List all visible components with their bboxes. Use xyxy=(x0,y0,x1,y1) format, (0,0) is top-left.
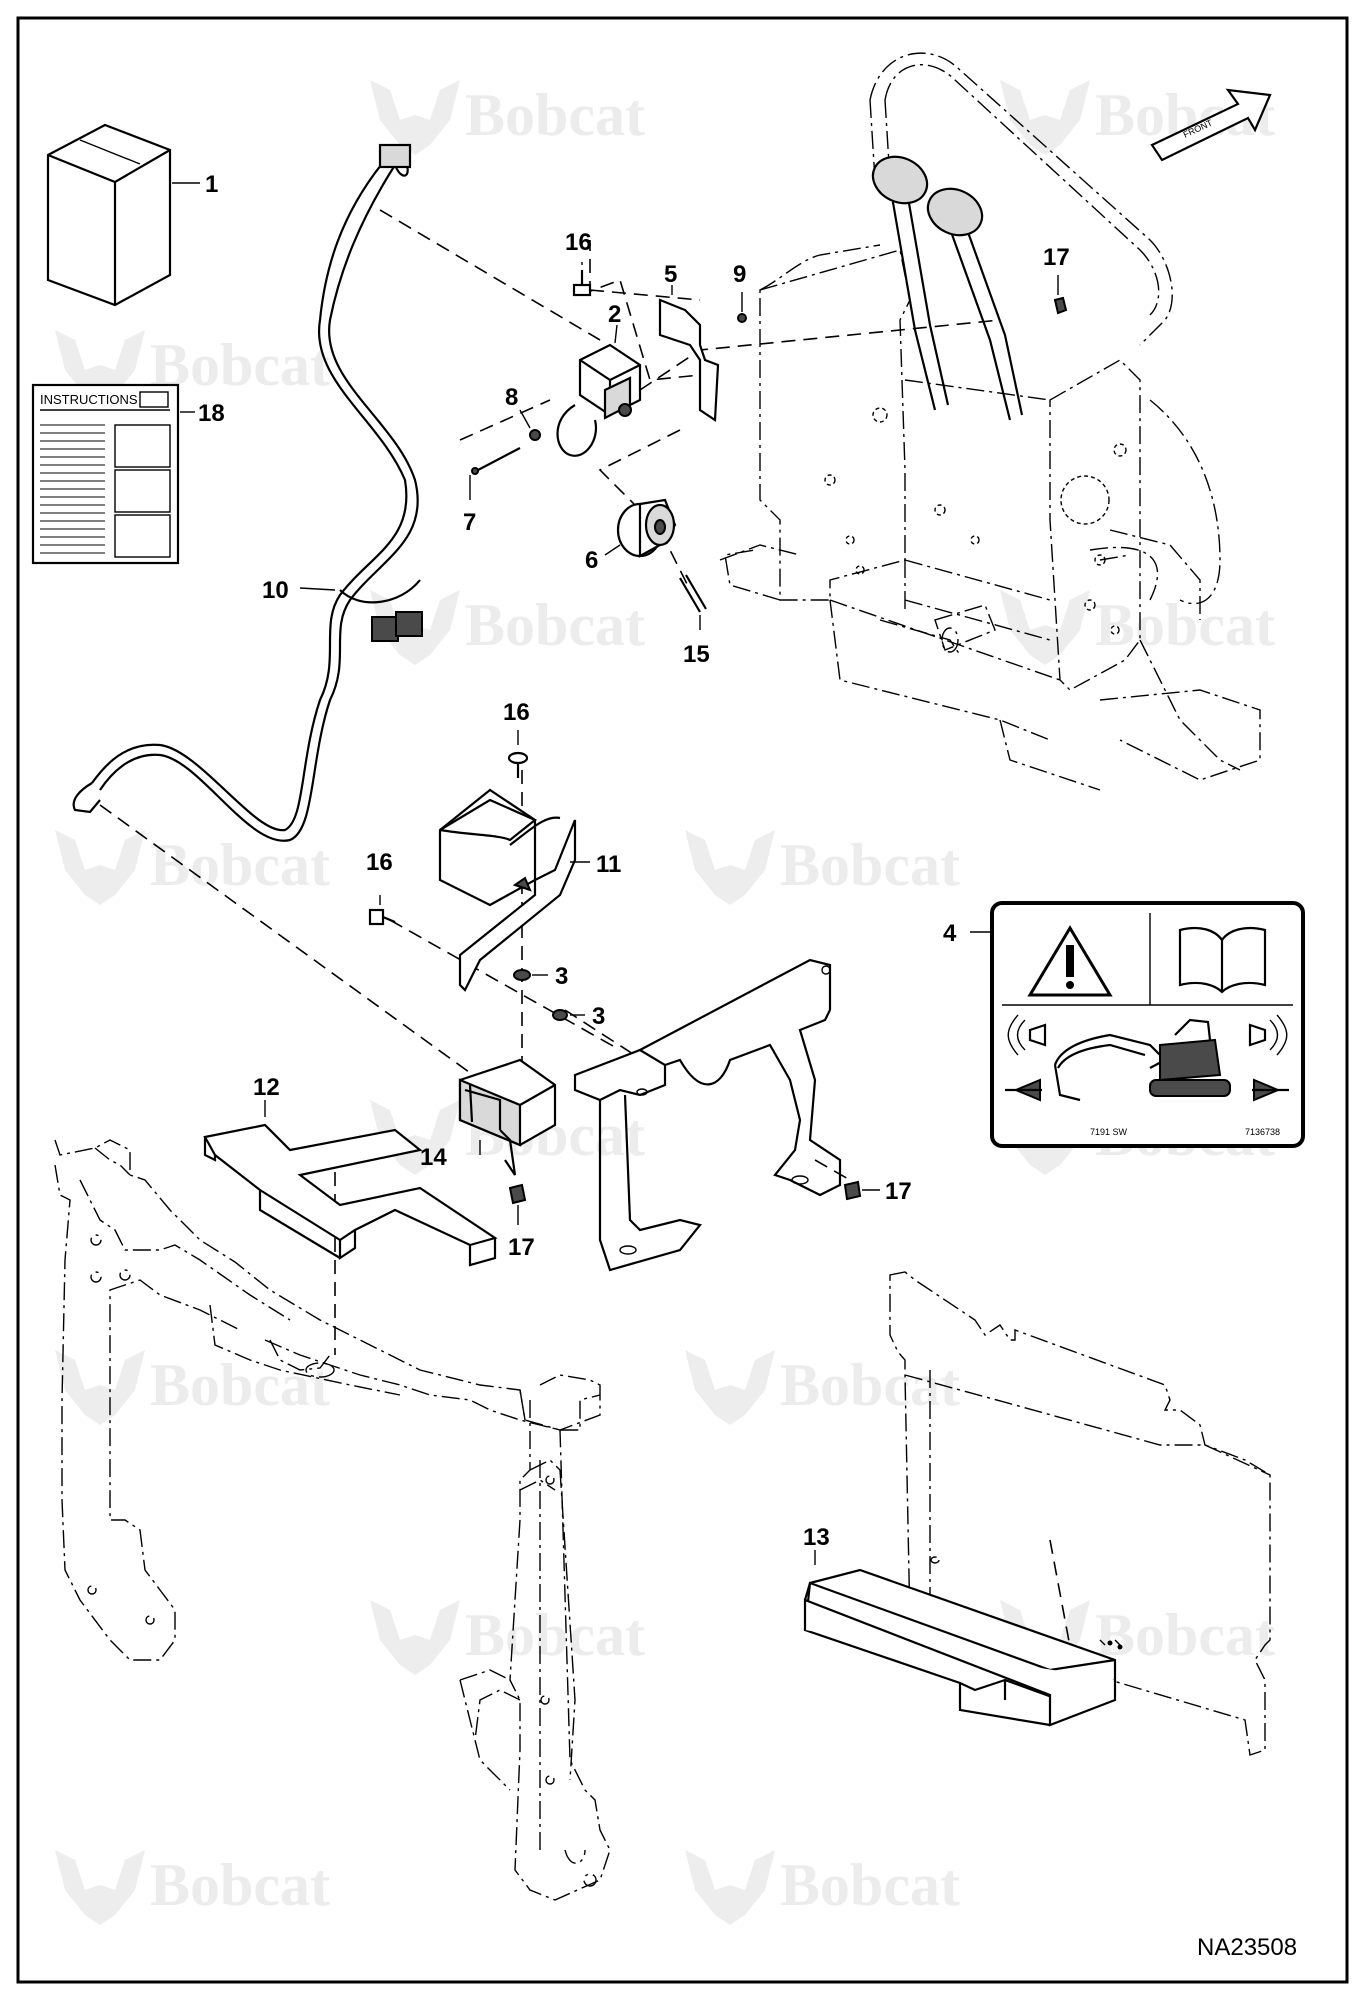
part-2-alarm-switch: 2 xyxy=(556,301,642,457)
watermark-text: Bobcat xyxy=(465,1602,645,1668)
decal-code-left: 7191 SW xyxy=(1090,1127,1128,1137)
part-17-nut-top: 17 xyxy=(1043,244,1070,315)
callout-16-middle: 16 xyxy=(503,699,530,726)
watermark-text: Bobcat xyxy=(150,1852,330,1918)
assembly-leader-lines xyxy=(99,209,1081,1701)
callout-11: 11 xyxy=(596,851,621,878)
part-12-foam-insulation: 12 xyxy=(203,1074,498,1267)
callout-8: 8 xyxy=(505,384,518,411)
callout-17-right: 17 xyxy=(885,1178,912,1205)
lower-frame-weldment xyxy=(54,1139,611,1901)
part-3-washer-upper: 3 xyxy=(513,963,568,990)
callout-7: 7 xyxy=(463,509,476,536)
part-10-wire-harness: 10 xyxy=(72,143,423,842)
callout-12: 12 xyxy=(253,1074,280,1101)
watermark-text: Bobcat xyxy=(150,832,330,898)
callout-18: 18 xyxy=(198,400,225,427)
callout-17-lower: 17 xyxy=(508,1234,535,1261)
watermark-text: Bobcat xyxy=(1095,592,1275,658)
callout-6: 6 xyxy=(585,547,598,574)
instructions-title: INSTRUCTIONS xyxy=(40,392,138,407)
part-4-warning-decal: 4 7191 SW 7136738 xyxy=(943,901,1305,1148)
watermark-text: Bobcat xyxy=(780,1852,960,1918)
callout-2: 2 xyxy=(608,301,621,328)
callout-3-lower: 3 xyxy=(592,1003,605,1030)
part-1-kit-box: 1 xyxy=(46,123,218,307)
callout-14: 14 xyxy=(420,1144,447,1171)
figure-id: NA23508 xyxy=(1197,1934,1297,1961)
watermark-text: Bobcat xyxy=(150,332,330,398)
callout-3-upper: 3 xyxy=(555,963,568,990)
part-3-washer-lower: 3 xyxy=(552,1003,605,1030)
callout-1: 1 xyxy=(205,171,218,198)
part-7-screw: 7 xyxy=(463,447,521,536)
callout-16-top: 16 xyxy=(565,229,592,256)
watermark-text: Bobcat xyxy=(780,832,960,898)
part-17-nut-lower: 17 xyxy=(508,1183,535,1261)
part-13-foam-block: 13 xyxy=(803,1524,1117,1727)
figure-border xyxy=(16,16,1349,1984)
callout-9: 9 xyxy=(733,261,746,288)
watermark-layer: Bobcat Bobcat Bobcat Bobcat Bobcat Bobca… xyxy=(55,80,1275,1925)
part-14-switch-mount: 14 xyxy=(420,1058,557,1176)
part-5-switch-bracket: 5 xyxy=(658,261,720,422)
callout-5: 5 xyxy=(664,261,677,288)
decal-code-right: 7136738 xyxy=(1245,1127,1280,1137)
operator-console-frame xyxy=(719,52,1261,791)
part-9-nut: 9 xyxy=(733,261,747,323)
watermark-text: Bobcat xyxy=(1095,1602,1275,1668)
part-18-instructions-sheet: INSTRUCTIONS 18 xyxy=(31,383,225,565)
part-11-switch-cover: 11 xyxy=(438,788,621,992)
callout-10: 10 xyxy=(262,577,289,604)
part-8-washer: 8 xyxy=(505,384,541,441)
part-6-magnet: 6 xyxy=(585,498,677,574)
callout-13: 13 xyxy=(803,1524,830,1551)
part-15-pin: 15 xyxy=(679,574,710,668)
watermark-text: Bobcat xyxy=(780,1352,960,1418)
part-17-nut-right: 17 xyxy=(843,1178,912,1205)
watermark-text: Bobcat xyxy=(150,1352,330,1418)
callout-15: 15 xyxy=(683,641,710,668)
part-16-bolt-top: 16 xyxy=(565,229,592,297)
mounting-bracket xyxy=(573,958,842,1272)
callout-17-top: 17 xyxy=(1043,244,1070,271)
callout-16-left: 16 xyxy=(366,849,393,876)
part-16-bolt-left: 16 xyxy=(366,849,396,926)
watermark-text: Bobcat xyxy=(465,592,645,658)
part-16-bolt-middle: 16 xyxy=(503,699,530,778)
callout-4: 4 xyxy=(943,920,957,947)
watermark-text: Bobcat xyxy=(465,82,645,148)
frame-holes xyxy=(824,407,1127,635)
